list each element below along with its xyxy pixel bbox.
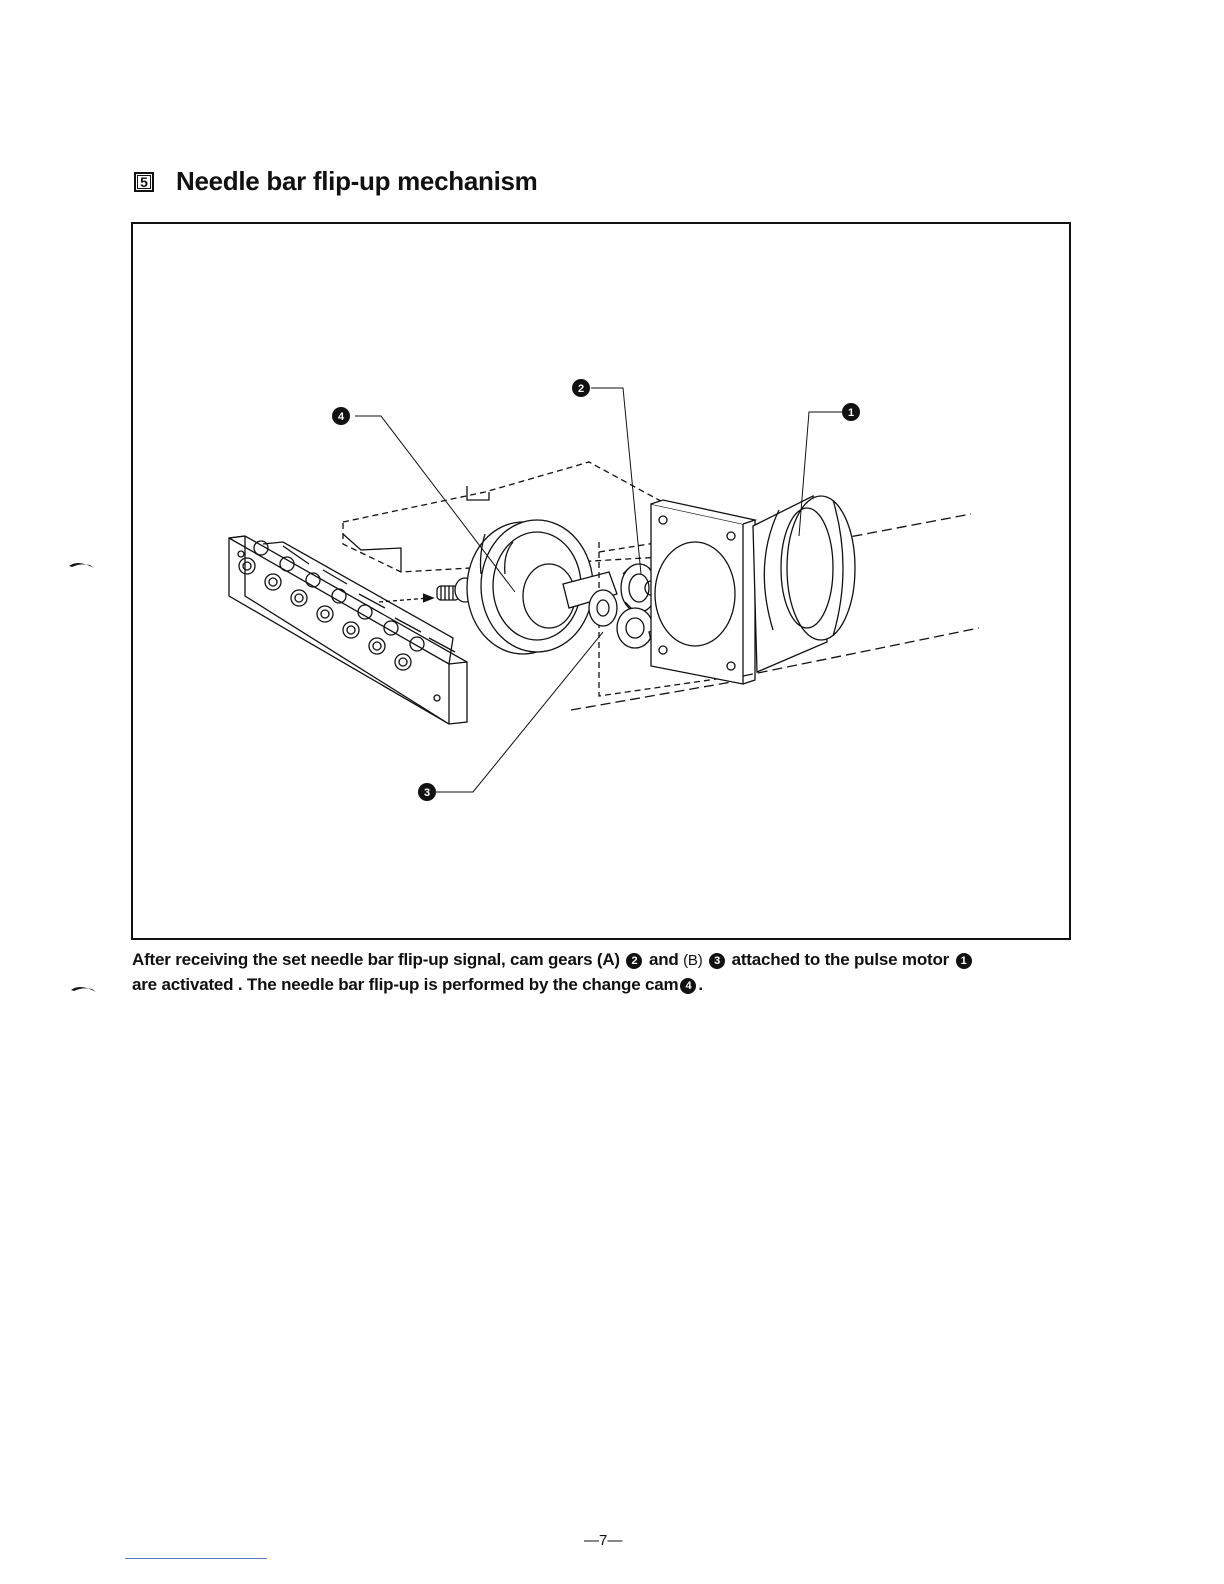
callout-3: 3 xyxy=(418,783,436,801)
mechanism-illustration: 1 2 3 4 xyxy=(133,224,1069,938)
callout-1: 1 xyxy=(842,403,860,421)
svg-text:3: 3 xyxy=(424,787,430,799)
figure-caption: After receiving the set needle bar flip-… xyxy=(132,948,1072,997)
caption-part3: attached to the pulse motor xyxy=(732,950,950,969)
motor-flange xyxy=(651,500,755,684)
pulse-motor-drawing xyxy=(753,496,855,672)
hole-punch-mark-upper xyxy=(68,560,96,570)
callout-2: 2 xyxy=(572,379,590,397)
ref-cam-gear-a: 2 xyxy=(626,953,642,969)
caption-label-b: (B) xyxy=(683,952,702,969)
caption-part4: are activated . The needle bar flip-up i… xyxy=(132,975,678,994)
callout-4: 4 xyxy=(332,407,350,425)
page-number: —7— xyxy=(584,1532,622,1549)
plate-notch xyxy=(467,486,489,500)
section-header: 5 Needle bar flip-up mechanism xyxy=(134,166,537,197)
gear-collar xyxy=(589,590,617,626)
ref-cam-gear-b: 3 xyxy=(709,953,725,969)
caption-end: . xyxy=(698,975,703,994)
hole-punch-mark-lower xyxy=(70,984,98,994)
svg-text:2: 2 xyxy=(578,383,584,395)
section-number-badge: 5 xyxy=(134,172,154,192)
svg-text:1: 1 xyxy=(848,407,854,419)
extension-line-low xyxy=(571,680,743,710)
ref-pulse-motor: 1 xyxy=(956,953,972,969)
svg-text:4: 4 xyxy=(338,411,345,423)
figure-frame: 1 2 3 4 xyxy=(131,222,1071,940)
caption-part1: After receiving the set needle bar flip-… xyxy=(132,950,620,969)
caption-part2: and xyxy=(649,950,679,969)
footer-rule xyxy=(125,1558,267,1559)
section-title: Needle bar flip-up mechanism xyxy=(176,166,537,197)
needle-bar-rack xyxy=(229,536,467,724)
ref-change-cam: 4 xyxy=(680,978,696,994)
